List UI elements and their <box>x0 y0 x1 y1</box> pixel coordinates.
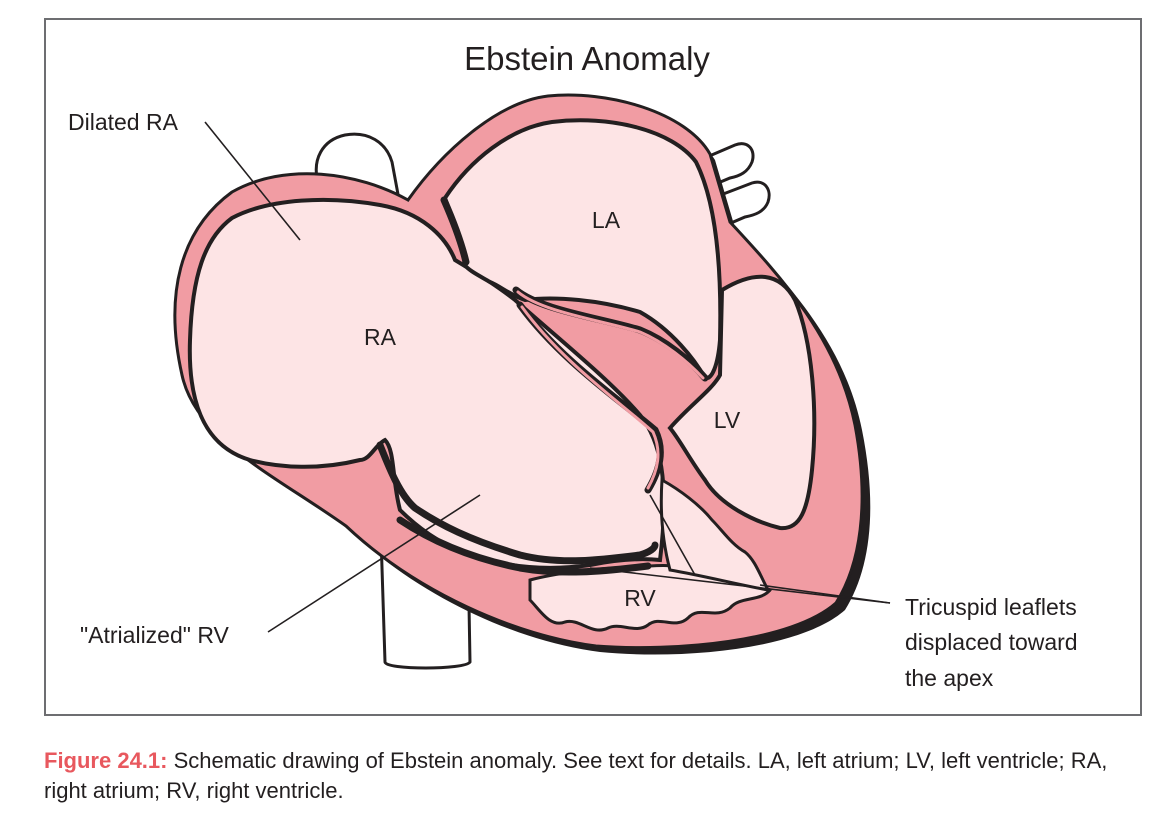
right-atrium-chamber <box>187 197 666 570</box>
label-tricuspid-line3: the apex <box>905 665 994 691</box>
leader-atrialized-rv <box>267 494 481 633</box>
tricuspid-septal-leaflet <box>376 441 659 565</box>
leader-dilated-ra <box>204 121 301 241</box>
leader-tricuspid-2 <box>759 584 891 604</box>
label-tricuspid-line1: Tricuspid leaflets <box>905 594 1077 620</box>
label-tricuspid-line2: displaced toward <box>905 629 1078 655</box>
left-ventricle-chamber <box>667 274 817 531</box>
interatrial-septum <box>440 196 470 266</box>
diagram-title: Ebstein Anomaly <box>464 40 710 77</box>
leader-tricuspid-1 <box>589 567 891 604</box>
figure-caption: Figure 24.1: Schematic drawing of Ebstei… <box>44 746 1134 806</box>
label-lv: LV <box>714 407 741 433</box>
caption-label: Figure 24.1: <box>44 748 168 773</box>
leader-tricuspid-3 <box>649 494 696 576</box>
label-la: LA <box>592 207 621 233</box>
leader-lines <box>204 121 891 633</box>
label-rv: RV <box>624 585 656 611</box>
septa-fill <box>516 290 705 490</box>
mitral-leaflet-inner <box>516 290 705 380</box>
label-ra: RA <box>364 324 397 350</box>
label-atrialized-rv: "Atrialized" RV <box>80 622 230 648</box>
caption-text: Schematic drawing of Ebstein anomaly. Se… <box>44 748 1108 803</box>
label-dilated-ra: Dilated RA <box>68 109 179 135</box>
septum-inner <box>520 305 660 490</box>
